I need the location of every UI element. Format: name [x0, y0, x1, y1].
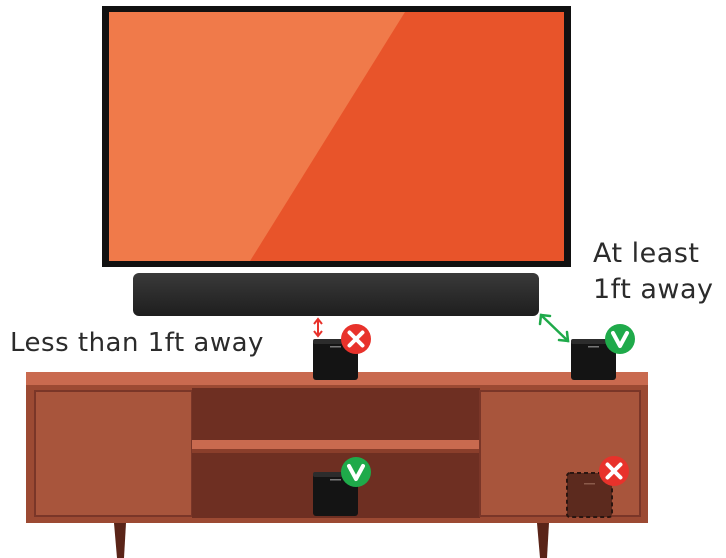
checkmark-badge-icon	[341, 457, 371, 487]
x-badge-icon	[341, 324, 371, 354]
far-distance-label-line1: At least	[593, 236, 714, 272]
checkmark-badge-icon	[605, 324, 635, 354]
cabinet-leg-right	[537, 523, 549, 558]
tv	[102, 6, 571, 267]
cabinet-right-door	[480, 391, 640, 516]
near-distance-label: Less than 1ft away	[10, 330, 264, 356]
far-distance-arrow	[540, 315, 568, 341]
near-distance-label-text: Less than 1ft away	[10, 330, 264, 356]
far-distance-label: At least 1ft away	[593, 236, 714, 308]
soundbar	[133, 273, 539, 316]
x-badge-icon	[599, 456, 629, 486]
far-distance-label-line2: 1ft away	[593, 272, 714, 308]
cabinet-shelf-board	[192, 440, 480, 449]
cabinet-left-door	[35, 391, 192, 516]
cabinet-leg-left	[114, 523, 126, 558]
tv-cabinet	[26, 372, 648, 558]
near-distance-arrow	[314, 319, 322, 336]
echo-device-far	[571, 324, 635, 380]
